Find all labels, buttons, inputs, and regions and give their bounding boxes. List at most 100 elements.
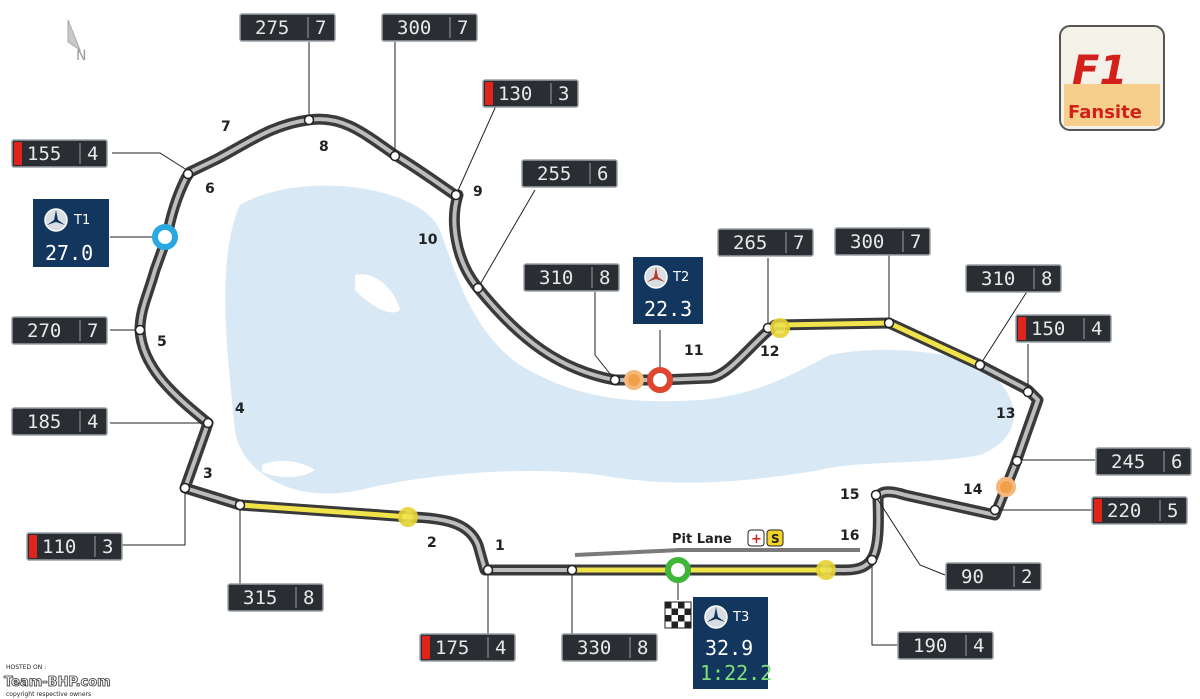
- braking-marker: [996, 477, 1016, 497]
- turn-number: 8: [319, 139, 329, 155]
- turn-number: 3: [203, 466, 213, 482]
- speed-warning-indicator: [29, 535, 37, 558]
- gear-value: 4: [87, 411, 98, 433]
- speed-warning-indicator: [1018, 317, 1026, 340]
- speed-value: 190: [913, 635, 947, 657]
- watermark-copy: copyright respective owners: [6, 691, 91, 698]
- drs-zone: [239, 502, 411, 520]
- speed-value: 255: [537, 163, 571, 185]
- speed-value: 150: [1031, 318, 1065, 340]
- speed-trap-box: 310 8: [523, 263, 620, 292]
- gear-value: 7: [457, 17, 468, 39]
- speed-trap-box: 130 3: [482, 79, 579, 108]
- checkered-flag-icon: [664, 601, 692, 629]
- mercedes-logo-icon: [44, 208, 68, 232]
- braking-marker: [624, 370, 644, 390]
- lake-island: [355, 274, 400, 313]
- gear-value: 6: [597, 163, 608, 185]
- gear-value: 4: [1091, 318, 1102, 340]
- speed-trap-box: 310 8: [965, 264, 1062, 293]
- compass-label: N: [76, 48, 86, 64]
- gear-value: 2: [1021, 566, 1032, 588]
- turn-number: 10: [418, 232, 438, 248]
- sector-label: T3: [732, 610, 749, 625]
- lap-time: 1:22.2: [700, 661, 772, 685]
- gear-value: 8: [637, 637, 648, 659]
- lake: [225, 185, 1014, 494]
- turn-number: 13: [996, 406, 1015, 422]
- speed-value: 330: [577, 637, 611, 659]
- sector-time: 22.3: [644, 297, 692, 321]
- speed-trap-box: 315 8: [227, 583, 324, 612]
- sector-2-marker: [647, 367, 673, 393]
- gear-value: 8: [599, 267, 610, 289]
- turn-labels: 1 2 3 4 5 6 7 8 9 10 11 12 13 14 15 16: [157, 119, 1015, 554]
- drs-marker: [770, 318, 790, 338]
- speed-value: 275: [255, 17, 289, 39]
- turn-number: 15: [840, 487, 859, 503]
- drs-marker: [816, 560, 836, 580]
- speed-value: 310: [981, 268, 1015, 290]
- north-arrow-icon: [67, 19, 82, 52]
- speed-value: 130: [498, 83, 532, 105]
- sector-1-marker: [152, 224, 178, 250]
- track-surface: [138, 117, 1040, 572]
- speed-trap-box: 300 7: [381, 13, 478, 42]
- sector-3-marker: [665, 557, 691, 583]
- speed-value: 175: [435, 637, 469, 659]
- pit-lane-label: Pit Lane: [672, 532, 732, 547]
- pit-s-badge: S: [771, 532, 780, 546]
- watermark-hosted: HOSTED ON :: [6, 664, 46, 671]
- gear-value: 8: [1041, 268, 1052, 290]
- gear-value: 4: [87, 143, 98, 165]
- sector-label: T1: [73, 213, 90, 228]
- gear-value: 8: [303, 587, 314, 609]
- gear-value: 6: [1171, 451, 1182, 473]
- speed-value: 315: [243, 587, 277, 609]
- pit-lane-label-group: Pit Lane + S: [672, 529, 784, 547]
- gear-value: 4: [495, 637, 506, 659]
- speed-trap-box: 90 2: [945, 562, 1042, 591]
- gear-value: 7: [87, 320, 98, 342]
- speed-trap-box: 330 8: [561, 633, 658, 662]
- speed-value: 310: [539, 267, 573, 289]
- turn-number: 9: [473, 184, 483, 200]
- turn-number: 14: [963, 482, 983, 498]
- turn-number: 4: [235, 401, 245, 417]
- speed-trap-box: 245 6: [1095, 447, 1192, 476]
- speed-value: 185: [27, 411, 61, 433]
- gear-value: 5: [1167, 500, 1178, 522]
- logo-sub-text: Fansite: [1068, 102, 1142, 123]
- sector-time: 27.0: [45, 241, 93, 265]
- sector-3-box: T3 32.9 1:22.2: [693, 597, 772, 689]
- speed-trap-box: 220 5: [1091, 496, 1188, 525]
- sector-label: T2: [672, 270, 689, 285]
- speed-value: 245: [1111, 451, 1145, 473]
- speed-value: 90: [961, 566, 984, 588]
- corner-dots: [134, 114, 1034, 576]
- pit-plus-badge: +: [751, 532, 762, 547]
- speed-value: 300: [397, 17, 431, 39]
- speed-warning-indicator: [14, 142, 22, 165]
- gear-value: 7: [793, 232, 804, 254]
- compass: N: [67, 19, 86, 64]
- gear-value: 3: [558, 83, 569, 105]
- speed-value: 155: [27, 143, 61, 165]
- speed-value: 220: [1107, 500, 1141, 522]
- sector-2-box: T2 22.3: [633, 257, 703, 324]
- turn-number: 11: [684, 343, 703, 359]
- f1-fansite-logo: F1 Fansite: [1059, 25, 1165, 131]
